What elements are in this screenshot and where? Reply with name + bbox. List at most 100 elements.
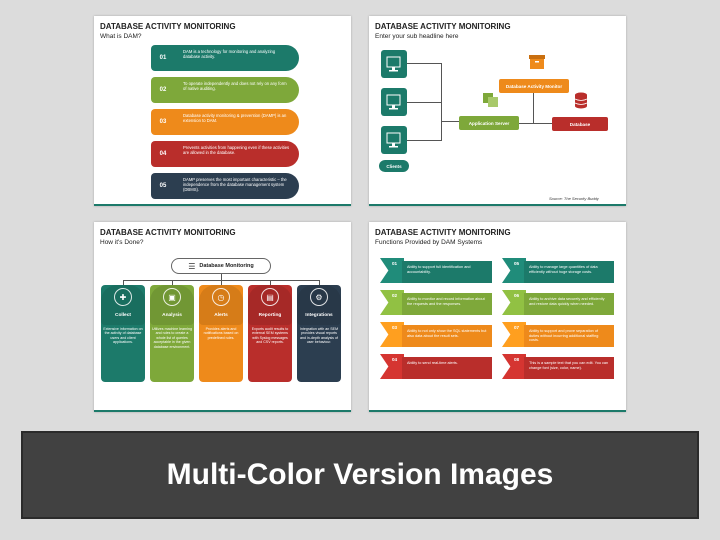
connector-line [533,93,534,123]
connector-line [519,123,552,124]
slide-what-is-dam[interactable]: DATABASE ACTIVITY MONITORING What is DAM… [94,16,351,206]
function-number: 03 [392,325,398,330]
slide-bottom-bar [369,204,626,206]
database-activity-monitor-box: Database Activity Monitor [499,79,569,93]
database-box: Database [552,117,608,131]
computer-icon [386,56,401,72]
connector-line [407,102,441,103]
computer-icon [386,94,401,110]
report-icon: ▤ [261,288,279,306]
item-number: 04 [151,141,175,167]
function-item: Ability to not only show the SQL stateme… [380,322,492,347]
function-number: 02 [392,293,398,298]
function-number: 01 [392,261,398,266]
function-text: Ability to support and prove separation … [524,325,614,347]
application-server-box: Application Server [459,116,519,130]
function-number: 06 [514,293,520,298]
slide-subtitle: Functions Provided by DAM Systems [375,239,483,246]
gears-icon: ⚙ [310,288,328,306]
slide-title: DATABASE ACTIVITY MONITORING [100,228,236,237]
step-title: Alerts [214,313,228,318]
step-title: Collect [115,313,131,318]
step-description: Extensive information on the activity of… [103,327,143,345]
item-number: 02 [151,77,175,103]
slide-bottom-bar [369,410,626,412]
database-monitoring-label: Database Monitoring [199,263,254,269]
function-item: Ability to support full identification a… [380,258,492,283]
item-number: 03 [151,109,175,135]
item-text: DAMP preserves the most important charac… [175,173,299,199]
function-item: Ability to monitor and record informatio… [380,290,492,315]
clipboard-icon: ✚ [114,288,132,306]
step-description: Utilizes machine learning and rules to c… [152,327,192,349]
step-description: Integration with an SEM provides visual … [299,327,339,345]
function-text: Ability to support full identification a… [402,261,492,283]
function-text: Ability to not only show the SQL stateme… [402,325,492,347]
server-icon [482,92,500,108]
clients-label: Clients [379,160,409,172]
multi-color-banner: Multi-Color Version Images [21,431,699,519]
item-number: 01 [151,45,175,71]
item-text: Prevents activities from happening even … [175,141,299,167]
function-number: 05 [514,261,520,266]
step-title: Reporting [258,313,282,318]
monitor-box-icon [529,54,545,70]
function-item: Ability to send real-time alerts. 04 [380,354,492,379]
slide-how-its-done[interactable]: DATABASE ACTIVITY MONITORING How it's Do… [94,222,351,412]
function-number: 04 [392,357,398,362]
slide-subtitle: How it's Done? [100,239,144,246]
step-title: Analysis [162,313,182,318]
item-text: DAM is a technology for monitoring and a… [175,45,299,71]
connector-line [441,121,459,122]
function-text: Ability to archive data securely and eff… [524,293,614,315]
database-monitoring-header: ☰ Database Monitoring [171,258,271,274]
connector-line [407,140,441,141]
function-text: Ability to send real-time alerts. [402,357,492,379]
connector-line [319,280,320,285]
step-description: Provides alerts and notifications based … [203,327,239,340]
item-number: 05 [151,173,175,199]
slide-bottom-bar [94,410,351,412]
connector-line [221,280,222,285]
slide-functions[interactable]: DATABASE ACTIVITY MONITORING Functions P… [369,222,626,412]
slide-bottom-bar [94,204,351,206]
connector-line [221,274,222,280]
slide-architecture[interactable]: DATABASE ACTIVITY MONITORING Enter your … [369,16,626,206]
function-number: 07 [514,325,520,330]
source-note: Source: The Security Buddy [549,196,599,201]
database-icon [573,92,589,110]
function-text: Ability to monitor and record informatio… [402,293,492,315]
connector-line [441,63,442,141]
client-computer-2 [381,88,407,116]
slide-title: DATABASE ACTIVITY MONITORING [100,22,236,31]
function-item: Ability to archive data securely and eff… [502,290,614,315]
step-title: Integrations [305,313,333,318]
function-number: 08 [514,357,520,362]
slide-title: DATABASE ACTIVITY MONITORING [375,22,511,31]
item-text: Database activity monitoring & preventio… [175,109,299,135]
item-text: To operate independently and does not re… [175,77,299,103]
function-item: Ability to manage large quantities of da… [502,258,614,283]
alarm-clock-icon: ◷ [212,288,230,306]
function-item: Ability to support and prove separation … [502,322,614,347]
connector-line [270,280,271,285]
connector-line [407,63,441,64]
step-description: Exports audit results to external SEM sy… [251,327,289,345]
client-computer-3 [381,126,407,154]
connector-line [172,280,173,285]
slide-title: DATABASE ACTIVITY MONITORING [375,228,511,237]
database-search-icon: ☰ [188,261,196,271]
connector-line [123,280,124,285]
function-item: This is a sample text that you can edit.… [502,354,614,379]
slide-subtitle: Enter your sub headline here [375,33,459,40]
slide-subtitle: What is DAM? [100,33,142,40]
